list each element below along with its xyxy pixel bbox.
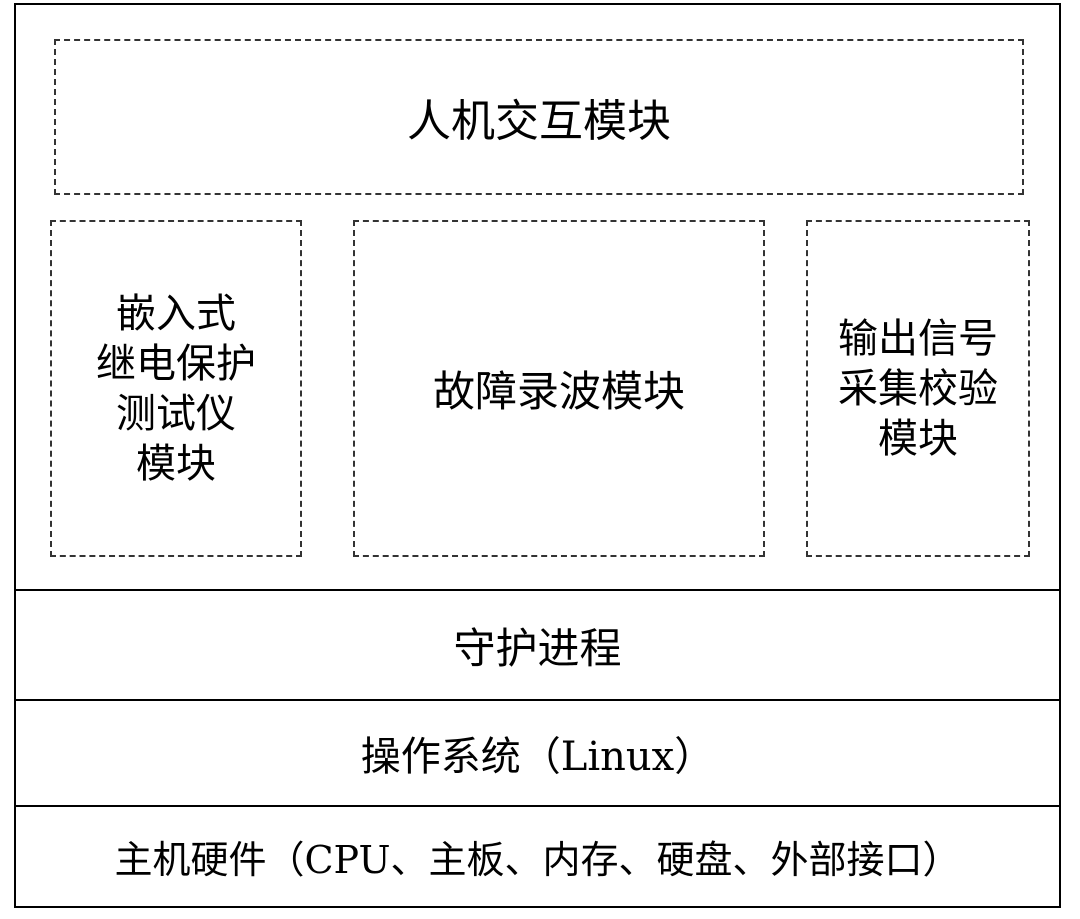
output-signal-label-line-2: 采集校验 xyxy=(838,365,998,412)
hardware-layer: 主机硬件（CPU、主板、内存、硬盘、外部接口） xyxy=(16,805,1059,906)
daemon-layer: 守护进程 xyxy=(16,589,1059,699)
daemon-layer-label: 守护进程 xyxy=(453,623,622,673)
fault-recording-module-box: 故障录波模块 xyxy=(353,220,765,557)
output-signal-label-line-1: 输出信号 xyxy=(838,315,998,362)
os-layer: 操作系统（Linux） xyxy=(16,699,1059,805)
relay-tester-label-line-1: 嵌入式 xyxy=(116,290,236,337)
relay-tester-module-box: 嵌入式 继电保护 测试仪 模块 xyxy=(50,220,302,557)
hci-module-label: 人机交互模块 xyxy=(407,96,671,147)
os-layer-label: 操作系统（Linux） xyxy=(360,734,715,780)
architecture-diagram: 人机交互模块 嵌入式 继电保护 测试仪 模块 故障录波模块 输出信号 采集校验 … xyxy=(14,3,1061,908)
hardware-layer-label: 主机硬件（CPU、主板、内存、硬盘、外部接口） xyxy=(114,838,961,882)
relay-tester-label-line-2: 继电保护 xyxy=(96,340,256,387)
relay-tester-label-line-3: 测试仪 xyxy=(116,390,236,437)
fault-recording-module-label: 故障录波模块 xyxy=(432,367,685,416)
hci-module-box: 人机交互模块 xyxy=(54,39,1024,195)
output-signal-label-line-3: 模块 xyxy=(878,415,958,462)
output-signal-module-box: 输出信号 采集校验 模块 xyxy=(806,220,1030,557)
relay-tester-label-line-4: 模块 xyxy=(136,440,216,487)
